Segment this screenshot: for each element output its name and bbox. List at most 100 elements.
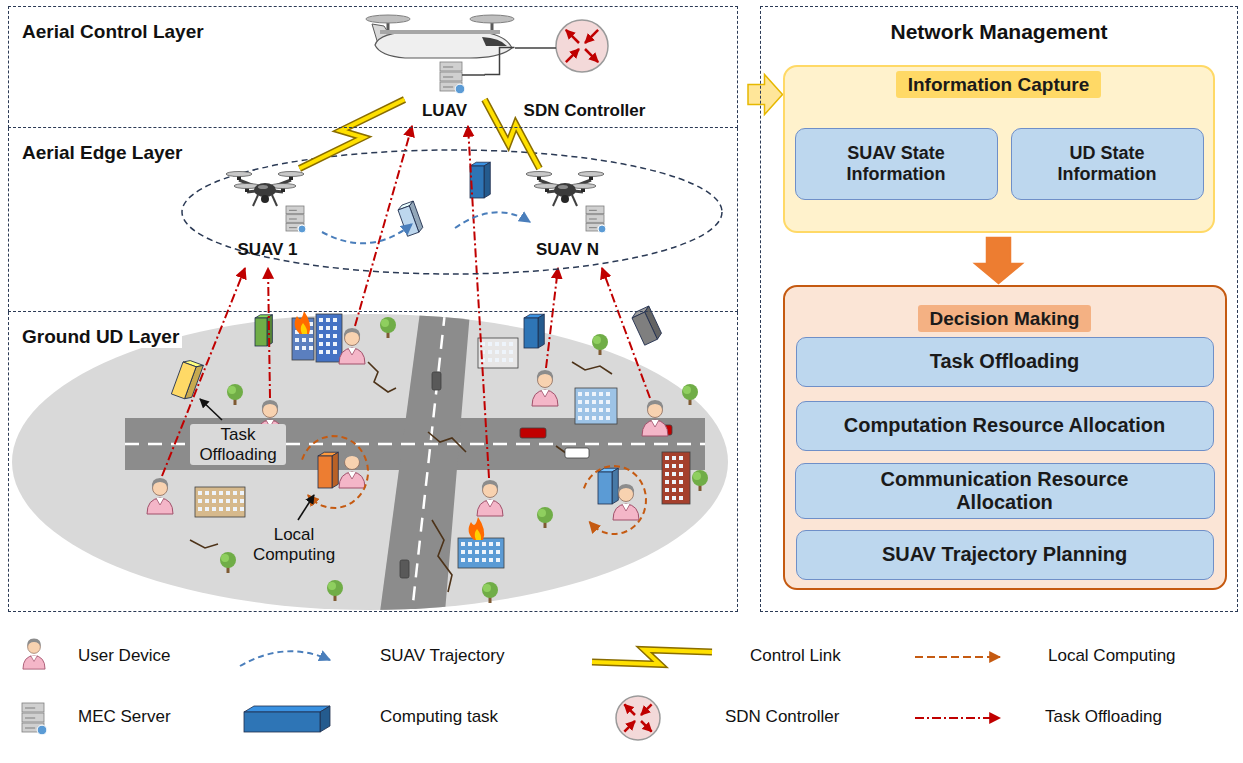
building-window <box>679 472 683 476</box>
task-side <box>612 468 618 504</box>
server-slot <box>289 210 297 211</box>
server-slot <box>589 210 597 211</box>
building-window <box>468 550 472 554</box>
tree-crown <box>380 317 396 333</box>
server-slot <box>589 227 597 228</box>
server-unit <box>286 215 304 223</box>
building-window <box>302 346 306 350</box>
building-window <box>606 400 610 404</box>
building-window <box>468 558 472 562</box>
building-window <box>489 558 493 562</box>
building-window <box>496 550 500 554</box>
building-window <box>496 558 500 562</box>
user-device-icon <box>23 639 45 670</box>
drone-leg <box>253 195 258 206</box>
legend-label: MEC Server <box>78 707 171 727</box>
tree-crown <box>683 386 691 394</box>
layer-title: Aerial Edge Layer <box>19 142 186 164</box>
illustration <box>12 15 728 612</box>
person-hair <box>344 328 360 338</box>
user-device-icon <box>147 478 173 514</box>
server-globe <box>298 225 306 233</box>
task-front <box>318 456 332 488</box>
vehicle <box>400 560 409 578</box>
management-panel: Network ManagementInformation CaptureSUA… <box>760 6 1238 612</box>
router-arrow <box>641 704 652 715</box>
building-icon <box>458 538 504 568</box>
building-window <box>461 542 465 546</box>
mec-server-icon <box>440 62 465 94</box>
legend-label: Local Computing <box>1048 646 1176 666</box>
router-body <box>556 20 608 72</box>
tree-icon <box>682 384 698 405</box>
building-window <box>672 456 676 460</box>
building-window <box>333 350 337 354</box>
tree-crown <box>537 507 553 523</box>
task-side <box>332 452 338 488</box>
tree-crown <box>228 386 236 394</box>
router-arrow <box>585 30 598 43</box>
person-collar <box>31 656 38 662</box>
building-window <box>205 491 209 495</box>
person-collar <box>348 472 356 479</box>
building-window <box>475 550 479 554</box>
building-window <box>482 550 486 554</box>
control-wire-stub <box>515 47 556 49</box>
drone-camera <box>261 195 269 203</box>
building-window <box>679 488 683 492</box>
building-window <box>475 558 479 562</box>
tree-crown <box>482 582 498 598</box>
legend-label: Control Link <box>750 646 841 666</box>
person-hair <box>262 400 278 410</box>
user-device-icon <box>339 328 365 364</box>
building-window <box>509 358 513 362</box>
tree-icon <box>482 582 498 603</box>
task-offloading-line <box>546 268 558 368</box>
server-slot <box>443 67 453 68</box>
building-window <box>326 342 330 346</box>
computing-task-icon <box>318 452 338 488</box>
group-title: Decision Making <box>918 305 1092 333</box>
building-window <box>461 550 465 554</box>
computing-task-icon <box>171 358 203 400</box>
person-body <box>23 656 45 670</box>
building-window <box>233 491 237 495</box>
building-window <box>578 416 582 420</box>
building-window <box>679 496 683 500</box>
building-window <box>319 318 323 322</box>
tree-crown <box>220 552 236 568</box>
flame-outer <box>295 311 311 334</box>
person-collar <box>622 504 630 511</box>
person-body <box>147 498 173 514</box>
building-window <box>672 464 676 468</box>
tree-icon <box>227 384 243 405</box>
tree-icon <box>380 317 396 338</box>
layer-band: Aerial Edge LayerSUAV 1SUAV N <box>8 128 738 312</box>
building-window <box>592 408 596 412</box>
building-window <box>205 507 209 511</box>
person-body <box>339 348 365 364</box>
connector-group <box>300 100 405 169</box>
person-body <box>532 390 558 406</box>
building-window <box>578 400 582 404</box>
building-body <box>478 338 518 368</box>
task-side <box>538 314 544 348</box>
state-box: SUAV State Information <box>795 128 998 200</box>
capture-box: Information CaptureSUAV State Informatio… <box>783 65 1215 233</box>
person-hair <box>618 484 634 494</box>
building-body <box>195 487 245 517</box>
mec-server-icon <box>586 206 606 233</box>
building-window <box>489 542 493 546</box>
legend-bolt-sample <box>592 650 712 665</box>
building-window <box>226 499 230 503</box>
suav-node: SUAV 1 <box>220 169 316 261</box>
building-window <box>592 416 596 420</box>
building-window <box>198 499 202 503</box>
building-window <box>502 350 506 354</box>
suav-trajectory <box>455 212 530 228</box>
aircraft-cockpit <box>482 37 507 46</box>
building-window <box>326 334 330 338</box>
ground-crack <box>428 432 466 452</box>
building-window <box>502 358 506 362</box>
rotor-disc <box>470 15 514 23</box>
